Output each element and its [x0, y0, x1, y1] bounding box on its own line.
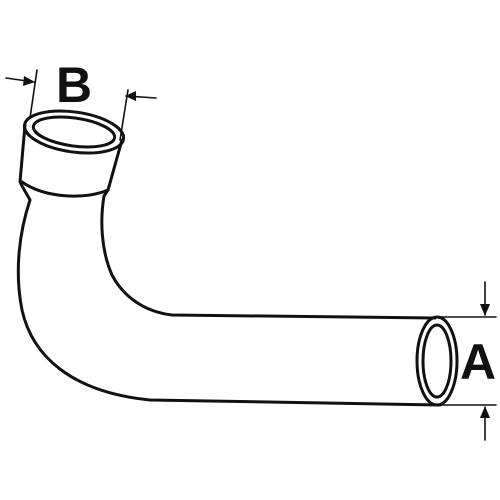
hose-outer-contour	[16, 198, 442, 407]
dimension-a-arrow-bottom	[480, 406, 490, 418]
dimension-a: A	[439, 281, 497, 441]
hose-inner-contour	[100, 194, 437, 320]
top-opening-inner	[31, 115, 117, 149]
dimension-b: B	[5, 57, 157, 141]
dimension-b-extension-left	[29, 69, 38, 119]
right-opening-inner	[421, 323, 453, 399]
right-opening-outer	[415, 315, 459, 407]
dimension-b-label: B	[56, 57, 92, 113]
right-opening	[415, 315, 459, 407]
top-opening-outer	[22, 109, 126, 155]
dimension-a-label: A	[460, 334, 496, 390]
hose-body	[16, 194, 442, 407]
cuff-left-side	[18, 123, 32, 202]
cuff-bottom-seam	[20, 180, 110, 198]
dimension-b-arrow-right	[125, 91, 136, 101]
dimension-b-arrow-left	[23, 76, 35, 86]
dimension-b-extension-right	[119, 89, 129, 141]
dimension-a-arrow-top	[480, 304, 490, 316]
top-cuff	[18, 109, 126, 202]
